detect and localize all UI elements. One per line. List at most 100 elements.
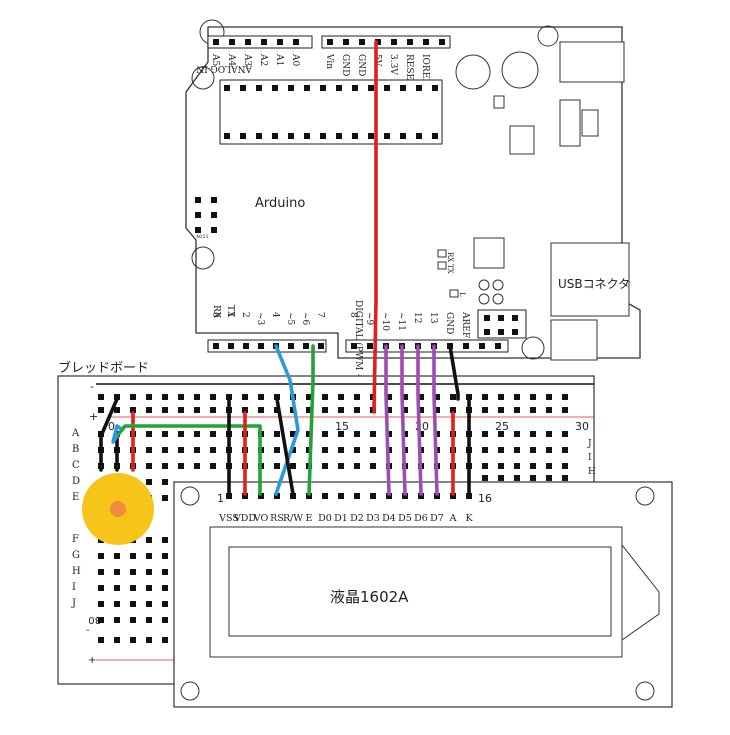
chip-pin [288, 133, 294, 139]
bb-hole [322, 447, 328, 453]
power-pin-label: RESET [404, 54, 414, 86]
bb-hole [210, 431, 216, 437]
lcd-pin-label: D4 [382, 513, 396, 524]
digital-pin-label: ~5 [285, 312, 295, 326]
svg-text:RX: RX [446, 252, 454, 262]
lcd-pin [402, 493, 408, 499]
capacitor [501, 51, 539, 89]
chip-pin [304, 85, 310, 91]
bb-hole [146, 585, 152, 591]
wire-5v [372, 40, 378, 414]
bb-row-letter: A [71, 428, 80, 439]
power-header [321, 35, 451, 49]
lcd-pin-label: K [465, 513, 473, 524]
icsp-pin [211, 197, 217, 203]
bb-row-letter: G [72, 550, 80, 561]
lcd-pin-label: A [449, 513, 457, 524]
bb-rail-hole [162, 617, 168, 623]
digital-pin [351, 343, 357, 349]
bb-hole [98, 585, 104, 591]
bb-hole [146, 463, 152, 469]
bb-hole [146, 431, 152, 437]
wire-pot-wiper-to-vo [115, 424, 262, 496]
bb-hole [274, 447, 280, 453]
bb-rail-hole [450, 394, 456, 400]
bb-hole [482, 475, 488, 481]
lcd-mount-hole [635, 681, 655, 701]
chip-pin [304, 133, 310, 139]
chip-pin [256, 133, 262, 139]
digital-pin-label: 1 [225, 312, 235, 318]
lcd-pin-label: D6 [414, 513, 428, 524]
chip-pin [368, 85, 374, 91]
wire-lcd-d5 [400, 344, 407, 496]
bb-hole [194, 463, 200, 469]
lcd-pin-label: D5 [398, 513, 412, 524]
power-pin [423, 39, 429, 45]
chip-pin [224, 85, 230, 91]
bb-rail-hole [418, 407, 424, 413]
bb-hole [498, 475, 504, 481]
bb-rail-hole [242, 407, 248, 413]
analog-pin [213, 39, 219, 45]
bb-hole [162, 569, 168, 575]
arduino-label: Arduino [255, 196, 305, 211]
bb-hole [114, 553, 120, 559]
digital-pin-label: 2 [240, 312, 250, 318]
bb-rail-hole [482, 394, 488, 400]
bb-hole [162, 585, 168, 591]
bb-row-letter: B [72, 444, 79, 455]
analog-pin-label: A1 [274, 53, 284, 66]
bb-rail-hole [386, 394, 392, 400]
bb-minus-top: - [90, 380, 94, 393]
lcd-pin [466, 493, 472, 499]
digital-pin-label: 0 [210, 312, 220, 318]
bb-rail-hole [194, 394, 200, 400]
bb-hole [162, 479, 168, 485]
tx-label: TX [225, 305, 235, 318]
digital-pin [228, 343, 234, 349]
icsp-pin [498, 315, 504, 321]
mount-hole [521, 336, 545, 360]
regulator [509, 125, 535, 155]
wire-lcd-d4 [384, 344, 391, 496]
chip-pin [336, 85, 342, 91]
digital-pin-label: ~11 [396, 312, 406, 331]
digital-pin [303, 343, 309, 349]
icsp-pin [512, 329, 518, 335]
bb-hole [306, 431, 312, 437]
bb-row-letter: C [72, 460, 80, 471]
bb-hole [498, 463, 504, 469]
bb-hole [370, 431, 376, 437]
chip-pin [432, 85, 438, 91]
bb-hole [546, 475, 552, 481]
digital-pin [495, 343, 501, 349]
lcd-pin-label: RS [270, 513, 284, 524]
bb-rail-hole [178, 407, 184, 413]
chip-pin [416, 85, 422, 91]
digital-pin [258, 343, 264, 349]
wire-lcd-e [307, 344, 315, 496]
chip-pin [240, 133, 246, 139]
lcd-mount-hole [635, 486, 655, 506]
bb-hole [498, 447, 504, 453]
bb-hole [338, 431, 344, 437]
lcd-pin [386, 493, 392, 499]
bb-rail-hole [162, 407, 168, 413]
bb-rail-hole [130, 407, 136, 413]
bb-rail-hole [562, 394, 568, 400]
bb-hole [482, 431, 488, 437]
analog-pin-label: A5 [210, 53, 220, 66]
chip-pin [352, 133, 358, 139]
bb-rail-hole [562, 407, 568, 413]
bb-rail-hole [258, 407, 264, 413]
digital-pin-label: ~3 [255, 312, 265, 326]
chip-pin [224, 133, 230, 139]
bb-rail-hole [434, 407, 440, 413]
bb-rail-hole [530, 394, 536, 400]
icsp-pin [484, 315, 490, 321]
bb-hole [274, 463, 280, 469]
bb-rail-hole [354, 407, 360, 413]
bb-plus-top: + [89, 410, 98, 423]
lcd-backlight-tab [621, 544, 660, 641]
